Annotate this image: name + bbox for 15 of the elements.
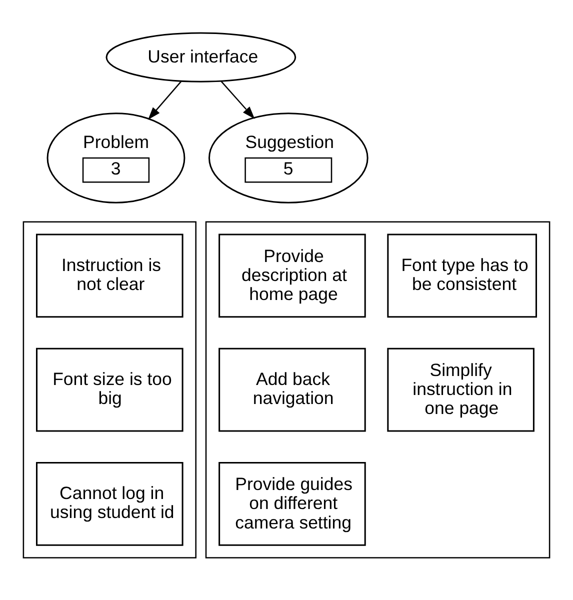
node-box: Font type has to be consistent xyxy=(387,233,537,318)
arrow xyxy=(220,80,255,118)
arrow xyxy=(148,80,182,120)
node-box: Provide guides on different camera setting xyxy=(218,461,366,546)
node-box: Instruction is not clear xyxy=(36,233,184,318)
node-ellipse: User interface xyxy=(106,32,296,82)
node-ellipse: Suggestion 5 xyxy=(208,112,368,203)
node-box: Simplify instruction in one page xyxy=(387,347,534,432)
cluster xyxy=(22,220,196,558)
cluster xyxy=(205,220,550,558)
node-box: Font size is too big xyxy=(36,347,184,432)
node-box: Add back navigation xyxy=(218,347,366,432)
node-box: Cannot log in using student id xyxy=(36,461,184,546)
node-box: Provide description at home page xyxy=(218,233,366,318)
node-ellipse: Problem 3 xyxy=(46,112,186,203)
